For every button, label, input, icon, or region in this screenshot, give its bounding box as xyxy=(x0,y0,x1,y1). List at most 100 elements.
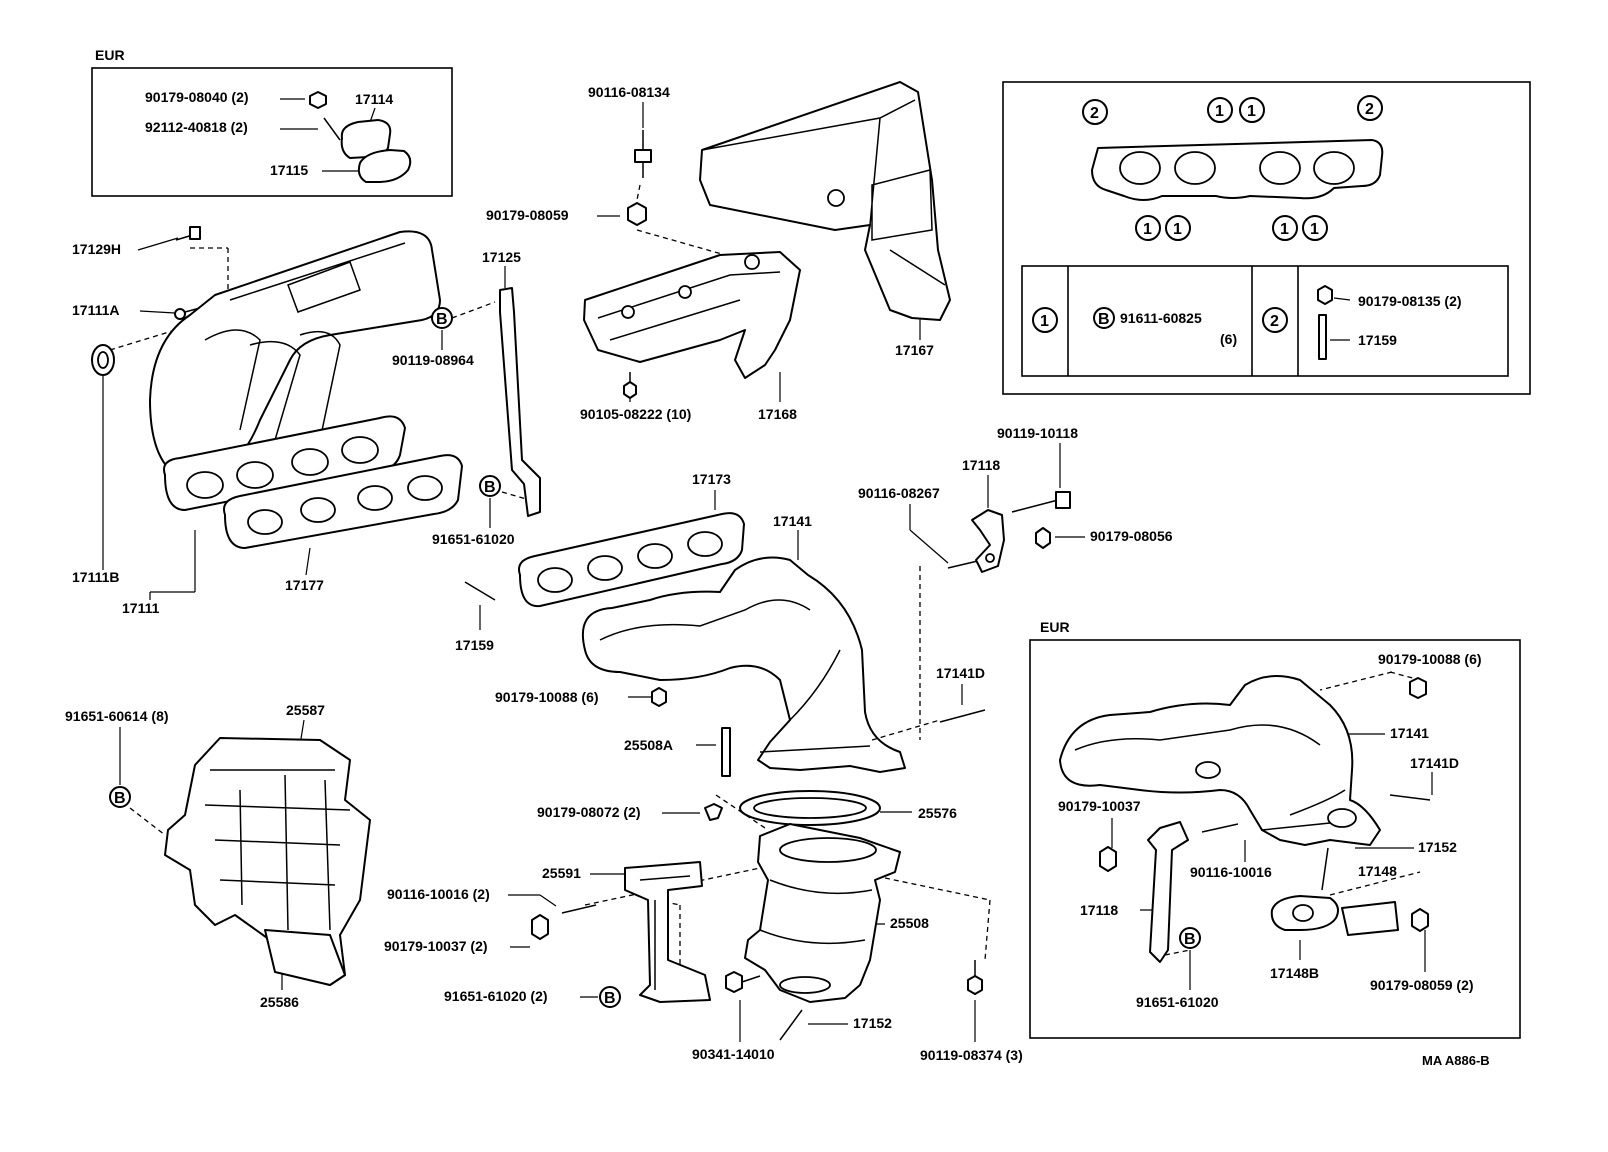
heat-insulator-25587 xyxy=(164,737,371,986)
callout-1-bottom-b: 1 xyxy=(1165,215,1191,241)
part-label-25508: 25508 xyxy=(890,915,929,931)
part-label-17141d-b: 17141D xyxy=(1410,755,1459,771)
callout-1-top-a: 1 xyxy=(1207,97,1233,123)
legend-b-symbol: B xyxy=(1093,307,1115,329)
callout-2-left: 2 xyxy=(1082,99,1108,125)
part-label-17177: 17177 xyxy=(285,577,324,593)
nut-90179-08056 xyxy=(1035,527,1051,549)
part-label-17111a: 17111A xyxy=(72,302,120,318)
part-label-90116-10016-a: 90116-10016 (2) xyxy=(387,886,490,902)
part-label-25508a: 25508A xyxy=(624,737,673,753)
part-label-17148: 17148 xyxy=(1358,863,1397,879)
part-label-90179-08056: 90179-08056 xyxy=(1090,528,1173,544)
b-symbol-4: B xyxy=(109,786,131,808)
part-label-17111b: 17111B xyxy=(72,569,120,585)
nut-90179-10088-a xyxy=(651,687,667,707)
eur-top-frame xyxy=(91,67,453,197)
part-label-25587: 25587 xyxy=(286,702,325,718)
nut-90179-10088-b xyxy=(1409,677,1427,699)
gasket-17177 xyxy=(223,454,463,549)
svg-text:1: 1 xyxy=(1310,221,1319,238)
svg-text:B: B xyxy=(604,990,616,1007)
part-label-17115: 17115 xyxy=(270,162,308,178)
part-label-90341-14010: 90341-14010 xyxy=(692,1046,775,1062)
part-label-17152-b: 17152 xyxy=(1418,839,1457,855)
bolt-90116-08134 xyxy=(634,130,652,178)
stay-17118-eur xyxy=(1147,821,1189,963)
part-label-17129h: 17129H xyxy=(72,241,121,257)
part-label-17159-a: 17159 xyxy=(455,637,494,653)
svg-text:1: 1 xyxy=(1173,221,1182,238)
b-symbol-1 xyxy=(431,307,453,329)
gasket-17173 xyxy=(518,512,745,608)
eur-bottom-frame xyxy=(1029,639,1521,1039)
part-label-90179-10088-a: 90179-10088 (6) xyxy=(495,689,599,705)
svg-text:2: 2 xyxy=(1270,313,1279,330)
part-label-17141: 17141 xyxy=(773,513,812,529)
b-symbol-2 xyxy=(479,475,501,497)
svg-text:B: B xyxy=(436,311,448,328)
part-label-91651-61020-c: 91651-61020 xyxy=(1136,994,1219,1010)
stay-17118-group: 90119-10118 17118 90116-08267 90179-0805… xyxy=(858,425,1173,741)
callout-1-bottom-a: 1 xyxy=(1135,215,1161,241)
part-label-90179-10037-b: 90179-10037 xyxy=(1058,798,1141,814)
bolt-90105-08222 xyxy=(623,372,637,399)
part-label-91651-60614: 91651-60614 (8) xyxy=(65,708,169,724)
nut-90179-08059 xyxy=(627,202,647,226)
part-label-90116-08267: 90116-08267 xyxy=(858,485,940,501)
part-label-90119-10118: 90119-10118 xyxy=(997,425,1078,441)
part-label-90179-10037-a: 90179-10037 (2) xyxy=(384,938,488,954)
part-label-17118-a: 17118 xyxy=(962,457,1000,473)
exhaust-manifold-17141-eur xyxy=(1059,675,1381,846)
svg-text:B: B xyxy=(1098,311,1110,328)
part-label-17118-b: 17118 xyxy=(1080,902,1118,918)
nut-90179-08072 xyxy=(704,803,723,821)
part-label-17167: 17167 xyxy=(895,342,934,358)
svg-text:2: 2 xyxy=(1090,105,1099,122)
heat-insulator-group: 90116-08134 90179-08059 90105-08222 (10)… xyxy=(486,81,951,422)
part-label-91651-61020-b: 91651-61020 (2) xyxy=(444,988,548,1004)
gasket-17148 xyxy=(1341,901,1399,936)
gasket-chart-inset: 2 1 1 2 1 1 1 1 1 2 xyxy=(1002,81,1531,395)
part-label-25586: 25586 xyxy=(260,994,299,1010)
part-label-90179-08059-b: 90179-08059 (2) xyxy=(1370,977,1474,993)
part-label-17141d-a: 17141D xyxy=(936,665,985,681)
stay-17125 xyxy=(499,287,541,517)
gasket-chart-frame xyxy=(1002,81,1531,395)
heat-insulator-17167 xyxy=(699,81,951,321)
part-label-90116-08134: 90116-08134 xyxy=(588,84,670,100)
manifold-flange-17111 xyxy=(163,415,406,511)
part-label-90116-10016-b: 90116-10016 xyxy=(1190,864,1272,880)
part-label-90179-08040: 90179-08040 (2) xyxy=(145,89,249,105)
part-label-25576: 25576 xyxy=(918,805,957,821)
stud-25508a xyxy=(721,727,731,777)
exhaust-manifold-17141-group: 17173 17141 17159 90179-10088 (6) xyxy=(455,471,906,773)
nut-90179-08135 xyxy=(1317,285,1333,305)
svg-text:1: 1 xyxy=(1280,221,1289,238)
nut-90179-08040 xyxy=(309,91,327,109)
heat-insulator-25586 xyxy=(264,929,346,986)
part-label-90119-08964: 90119-08964 xyxy=(392,352,474,368)
svg-text:B: B xyxy=(484,479,496,496)
legend-callout-2: 2 xyxy=(1262,307,1288,333)
part-label-92112-40818: 92112-40818 (2) xyxy=(145,119,248,135)
eur-top-inset: EUR 90179-08040 (2) 92112-40818 (2) 1711… xyxy=(91,47,453,197)
part-label-17111: 17111 xyxy=(122,600,160,616)
manifold-17111 xyxy=(149,230,441,471)
svg-text:B: B xyxy=(1184,931,1196,948)
part-label-91611-60825: 91611-60825 xyxy=(1120,310,1202,326)
nut-90179-08059-b xyxy=(1411,908,1429,932)
part-label-17168: 17168 xyxy=(758,406,797,422)
catalyst-assembly-group: 25508A 90179-08072 (2) 25576 25591 90116… xyxy=(384,727,1023,1063)
b-symbol-5: B xyxy=(1179,927,1201,949)
part-label-90105-08222: 90105-08222 (10) xyxy=(580,406,691,422)
callout-1-bottom-c: 1 xyxy=(1272,215,1298,241)
part-label-90179-10088-b: 90179-10088 (6) xyxy=(1378,651,1482,667)
svg-text:1: 1 xyxy=(1143,221,1152,238)
part-label-17152-a: 17152 xyxy=(853,1015,892,1031)
gasket-17114 xyxy=(340,119,392,159)
manifold-17111-assembly: 17129H 17111A 17111B 17111 17177 xyxy=(72,226,463,616)
svg-text:1: 1 xyxy=(1247,103,1256,120)
part-label-90179-08135: 90179-08135 (2) xyxy=(1358,293,1462,309)
